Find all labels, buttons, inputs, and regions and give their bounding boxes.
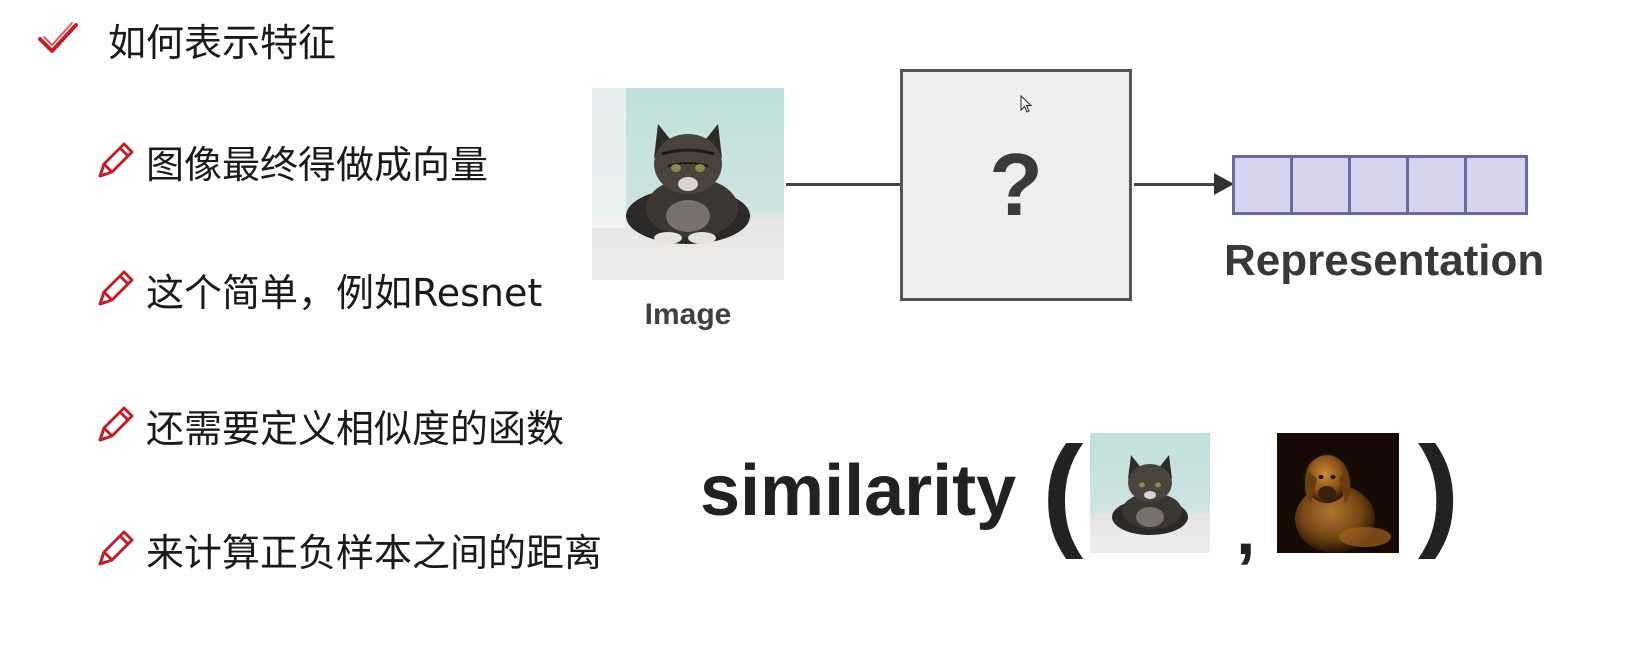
comma-separator: ,: [1236, 491, 1256, 569]
unknown-model-symbol: ?: [989, 135, 1043, 234]
image-label: Image: [644, 298, 732, 331]
bullet-text: 来计算正负样本之间的距离: [146, 530, 603, 575]
pencil-icon: [98, 530, 134, 566]
representation-label: Representation: [1224, 236, 1545, 285]
bullet-text: 还需要定义相似度的函数: [146, 406, 565, 451]
bullet-text: 图像最终得做成向量: [146, 142, 489, 187]
bullet-text: 这个简单，例如Resnet: [146, 270, 543, 315]
cat-thumbnail-image: [1090, 433, 1210, 553]
vector-cell: [1293, 158, 1351, 212]
vector-cell: [1409, 158, 1467, 212]
slide-title-row: 如何表示特征: [36, 14, 337, 65]
model-box: ?: [900, 69, 1132, 301]
vector-cell: [1235, 158, 1293, 212]
pencil-icon: [98, 142, 134, 178]
vector-cell: [1351, 158, 1409, 212]
close-paren: ): [1418, 422, 1460, 560]
vector-cell: [1467, 158, 1525, 212]
representation-vector: [1232, 155, 1528, 215]
check-icon: [38, 22, 78, 53]
slide-title: 如何表示特征: [108, 20, 337, 65]
pencil-icon: [98, 406, 134, 442]
output-connector-line: [1134, 183, 1222, 186]
cat-image: [592, 88, 784, 280]
pencil-icon: [98, 270, 134, 306]
similarity-function-name: similarity: [700, 451, 1017, 531]
dog-image: [1277, 433, 1399, 553]
mouse-cursor-icon: [1020, 95, 1032, 113]
input-connector-line: [786, 183, 900, 186]
open-paren: (: [1042, 422, 1084, 560]
bullet-item: 来计算正负样本之间的距离: [94, 524, 603, 575]
arrowhead-icon: [1214, 173, 1234, 195]
bullet-item: 图像最终得做成向量: [94, 136, 489, 187]
bullet-item: 还需要定义相似度的函数: [94, 400, 565, 451]
bullet-item: 这个简单，例如Resnet: [94, 264, 543, 315]
